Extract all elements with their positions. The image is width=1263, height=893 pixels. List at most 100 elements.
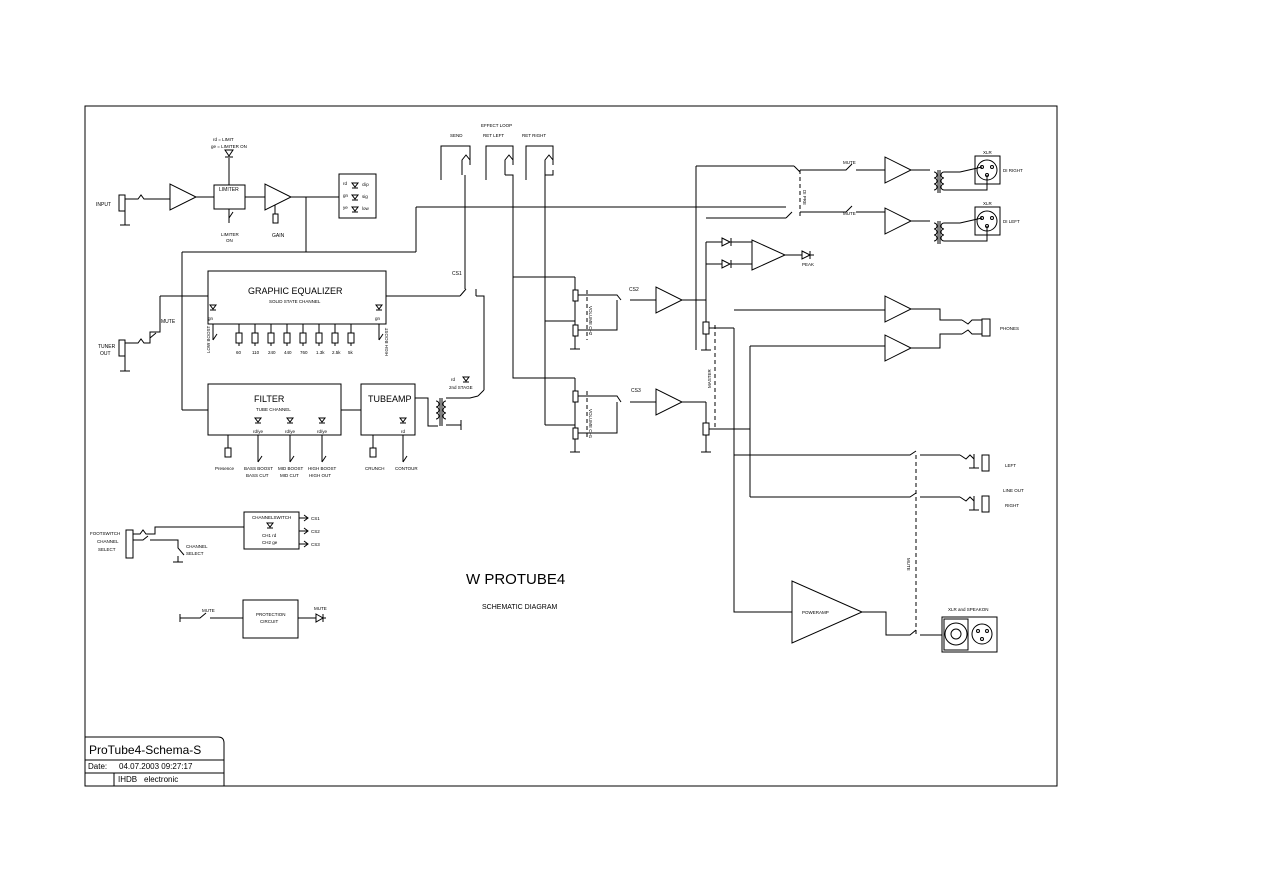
high-boost-label: HIGH BOOST (384, 327, 389, 356)
sheet-border (84, 105, 1058, 787)
bass-boost-label: BASS BOOST (244, 466, 273, 471)
eq-band-slider (251, 332, 259, 344)
gain-label: GAIN (272, 233, 285, 239)
tubeamp-transformer-icon (415, 395, 479, 430)
bass-cut-label: BASS CUT (246, 473, 269, 478)
eq-gn-led-right-icon (375, 304, 383, 311)
crunch-label: CRUNCH (365, 466, 385, 471)
limiter-switch-icon (228, 211, 234, 219)
master-pot-2 (702, 422, 710, 436)
cs-out-3-label: CS3 (311, 542, 320, 547)
titleblock-name: ProTube4-Schema-S (89, 743, 201, 757)
led-sig-icon (351, 194, 359, 201)
footswitch-jack (125, 529, 134, 559)
channelswitch-ch2-label: CH2 ge (262, 540, 278, 545)
led-sig-label: sig (362, 194, 368, 199)
presence-pot (224, 447, 232, 458)
eq-band-label: 240 (268, 350, 276, 355)
presence-label: Presence (215, 466, 235, 471)
eq-band-slider (331, 332, 339, 344)
phones-section: PHONES (733, 295, 1019, 613)
eq-band-label: 440 (284, 350, 292, 355)
tuner-mute-label: MUTE (161, 319, 176, 325)
tubeamp-led-label: rd (401, 429, 405, 434)
filter-led-1-icon (254, 417, 262, 424)
eq-band-label: 760 (300, 350, 308, 355)
master-pot-1 (702, 321, 710, 335)
poweramp-triangle (791, 580, 864, 644)
ch1-amp (655, 388, 684, 416)
eq-band-label: 60 (236, 350, 242, 355)
volume-section: VOLUME CH2 VOLUME CH1 CS2 CS3 (570, 277, 706, 453)
protection-block (242, 599, 299, 639)
send-label: SEND (450, 133, 463, 138)
cs-out-arrows (299, 514, 309, 548)
tubeamp-led-icon (399, 417, 407, 424)
footswitch-label-2: CHANNEL (97, 539, 119, 544)
phones-label: PHONES (1000, 326, 1019, 331)
footswitch-label-3: SELECT (98, 547, 116, 552)
peak-led-icon (801, 250, 814, 260)
xlr-out-icon (971, 623, 993, 645)
channelswitch-ch1-label: CH1 rd (262, 533, 277, 538)
led-low-label: low (362, 206, 370, 211)
cs1-switch: CS1 (452, 175, 485, 390)
speakon-icon (944, 622, 968, 646)
tubeamp-section: TUBEAMP rd CRUNCH CONTOUR rd 2nd STAGE (360, 376, 485, 471)
limiter-led-note-1: rd = LIMIT (213, 137, 234, 142)
protection-mute-out-label: MUTE (314, 606, 327, 611)
ch2-amp (655, 286, 684, 314)
ret-left-label: RET LEFT (483, 133, 504, 138)
footswitch-section: FOOTSWITCH CHANNEL SELECT CHANNEL SELECT… (90, 511, 320, 563)
di-left-label: DI LEFT (1003, 219, 1020, 224)
protection-section: MUTE PROTECTION CIRCUIT MUTE (179, 599, 327, 639)
di-right-transformer (911, 169, 960, 193)
limiter-on-label-2: ON (226, 238, 233, 243)
xlr-speakon-label: XLR and SPEAKON (948, 607, 989, 612)
mid-cut-label: MID CUT (280, 473, 299, 478)
xlr-right-label: XLR (983, 150, 993, 155)
volume-ch1-pot-1 (572, 390, 579, 403)
eq-band-label: 1.3k (316, 350, 325, 355)
tubeamp-block (360, 383, 416, 436)
titleblock-date-label: Date: (88, 762, 107, 771)
low-boost-label: LOW BOOST (206, 325, 211, 353)
line-out-section: MUTE LEFT LINE OUT RIGHT (734, 450, 1024, 635)
input-label: INPUT (96, 202, 111, 208)
eq-gn-label-right: gn (375, 316, 381, 321)
di-right-amp (884, 156, 913, 184)
limiter-label: LIMITER (219, 187, 239, 193)
high-boost-switch-icon (378, 333, 384, 341)
line-left-label: LEFT (1005, 463, 1016, 468)
filter-subtitle: TUBE CHANNEL (256, 407, 291, 412)
filter-led-3-icon (318, 417, 326, 424)
poweramp-section: POWERAMP XLR and SPEAKON (791, 580, 998, 653)
eq-subtitle: SOLID STATE CHANNEL (269, 299, 321, 304)
filter-led-3-label: rd/ye (317, 429, 328, 434)
led-rd-label: rd (343, 181, 347, 186)
diagram-title: W PROTUBE4 (466, 571, 565, 588)
filter-led-2-icon (286, 417, 294, 424)
volume-ch2-pot-2 (572, 324, 579, 337)
cs1-label: CS1 (452, 271, 462, 277)
eq-band-slider (235, 332, 243, 344)
titleblock-company-2: electronic (144, 775, 178, 784)
ret-right-jack-icon (525, 145, 554, 175)
title-block: ProTube4-Schema-S Date: 04.07.2003 09:27… (85, 736, 225, 786)
graphic-equalizer: GRAPHIC EQUALIZER SOLID STATE CHANNEL gn… (206, 270, 460, 356)
effect-loop-title: EFFECT LOOP (481, 123, 512, 128)
cs2-label: CS2 (629, 287, 639, 293)
gain-pot (272, 213, 279, 224)
titleblock-date: 04.07.2003 09:27:17 (119, 762, 193, 771)
di-section: DI PRE MUTE MUTE XLR XLR DI RIGHT DI LEF… (785, 150, 1023, 244)
peak-diode-2 (721, 259, 732, 269)
protection-mute-in-label: MUTE (202, 608, 215, 613)
led-clip-icon (351, 182, 359, 189)
protection-label-1: PROTECTION (256, 612, 286, 617)
eq-band-slider (299, 332, 307, 344)
main-bus-wires (160, 206, 786, 411)
poweramp-label: POWERAMP (802, 610, 829, 615)
master-section: MASTER (695, 165, 794, 453)
contour-label: CONTOUR (395, 466, 418, 471)
